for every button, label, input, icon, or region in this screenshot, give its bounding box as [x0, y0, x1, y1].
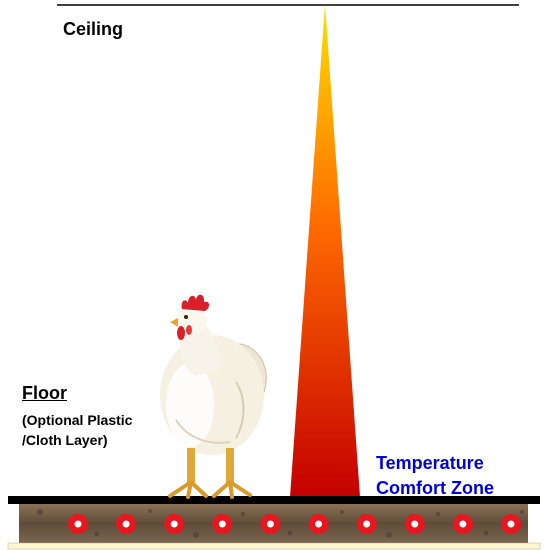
heating-pipes	[68, 514, 521, 534]
heating-pipe-core	[266, 520, 274, 528]
floor-surface	[8, 496, 540, 504]
heating-pipe-core	[363, 520, 371, 528]
heating-pipe-core	[170, 520, 178, 528]
heating-pipe-core	[315, 520, 323, 528]
ceiling-label: Ceiling	[63, 19, 124, 39]
comfort-zone-label: Temperature Comfort Zone	[376, 453, 494, 498]
heating-pipe-core	[459, 520, 467, 528]
heating-pipe-core	[507, 520, 515, 528]
base-layer	[7, 542, 541, 550]
chicken-icon	[160, 294, 267, 499]
slab-texture	[37, 509, 524, 538]
floor-layer-note: (Optional Plastic /Cloth Layer)	[22, 412, 133, 448]
heating-pipe-core	[122, 520, 130, 528]
heating-pipe-core	[411, 520, 419, 528]
heating-pipe-core	[74, 520, 82, 528]
floor-label: Floor	[22, 383, 67, 403]
heating-pipe-core	[218, 520, 226, 528]
temperature-comfort-zone	[290, 4, 360, 497]
